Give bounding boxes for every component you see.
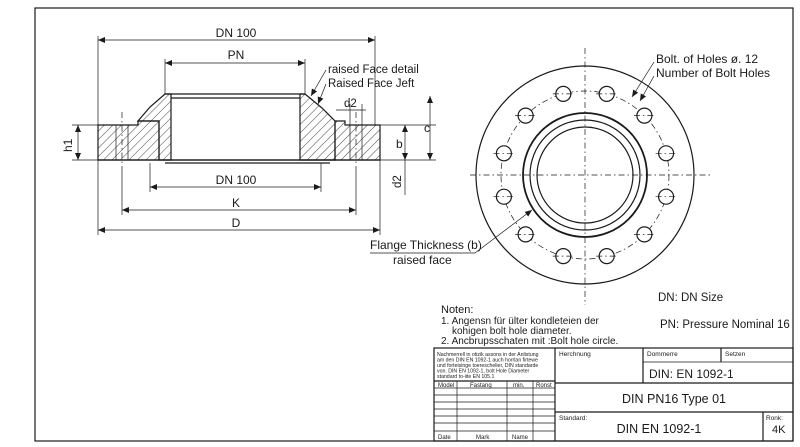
notes-line1: 1. Angensn für ülter kondleteien der xyxy=(441,316,600,327)
outer-diameter xyxy=(475,65,695,285)
label-flange-thickness: Flange Thickness (b) xyxy=(370,238,482,252)
notes-line2: 2. Ancbrupsschaten mit :Bolt hole circle… xyxy=(441,336,618,347)
fine-print-3: von. DIN EN 1092-1, bolt Hole Diameter xyxy=(437,369,530,375)
label-d2-side: d2 xyxy=(392,175,404,188)
label-dn-mid: DN 100 xyxy=(216,173,257,187)
label-bolt-holes: Bolt. of Holes ø. 12 xyxy=(656,52,758,66)
tb-ftr-name: Name xyxy=(512,435,529,441)
leader-flange-thickness xyxy=(474,209,533,254)
label-number-bolt-holes: Number of Bolt Holes xyxy=(656,66,770,80)
left-flange-ring xyxy=(97,120,160,161)
tb-hdr-fastang: Fastang xyxy=(470,383,492,389)
section-view: DN 100 PN raised Face detail Raised Face… xyxy=(61,26,436,235)
tb-hdr-ronst: Ronst xyxy=(536,383,552,389)
bore-circle xyxy=(536,126,634,224)
tb-lbl-standard: Standard: xyxy=(559,415,587,422)
label-raised-jeft: Raised Face Jeft xyxy=(328,78,415,90)
title-block-frame xyxy=(433,347,794,442)
tb-ronk: 4K xyxy=(772,424,786,436)
tb-standard-bottom: DIN EN 1092-1 xyxy=(617,422,702,436)
label-h1: h1 xyxy=(61,138,75,152)
raised-face-circle xyxy=(522,112,648,238)
front-view: Bolt. of Holes ø. 12 Number of Bolt Hole… xyxy=(370,48,770,305)
legend-dn: DN: DN Size xyxy=(658,292,723,304)
bolt-circle xyxy=(500,90,670,260)
label-raised-face: raised face xyxy=(393,253,452,267)
leader-raised-detail xyxy=(310,69,327,97)
fine-print-4: standard to-iite EN 105.1 xyxy=(437,374,494,380)
leader-bolt-holes xyxy=(631,61,655,98)
leader-number-holes xyxy=(639,75,655,102)
tb-ftr-mark: Mark xyxy=(476,435,490,441)
label-c: c xyxy=(424,121,430,135)
title-block: Nachmerrell in otizik assons in der Anli… xyxy=(433,347,794,442)
notes: Noten: 1. Angensn für ülter kondleteien … xyxy=(441,304,618,347)
hub-circle xyxy=(529,119,641,231)
legend-pn: PN: Pressure Nominal 16 xyxy=(660,319,790,331)
tb-hdr-setzen: Setzen xyxy=(725,351,746,358)
label-b: b xyxy=(396,137,403,151)
fine-print-0: Nachmerrell in otizik assons in der Anli… xyxy=(437,352,539,358)
notes-title: Noten: xyxy=(441,304,473,316)
tb-lbl-ronk: Ronk: xyxy=(766,415,783,422)
tb-standard-top: DIN: EN 1092-1 xyxy=(649,367,734,381)
bolt-holes xyxy=(493,85,677,265)
label-k: K xyxy=(232,196,240,210)
bore xyxy=(170,93,301,161)
tb-hdr-model: Model xyxy=(438,383,454,389)
sheet-border xyxy=(34,7,794,442)
notes-line1b: kohigen bolt hole diameter. xyxy=(452,326,572,337)
tb-ftr-date: Date xyxy=(438,435,451,441)
tb-hdr-dommere: Dommerre xyxy=(647,351,678,358)
label-raised-detail: raised Face detail xyxy=(328,64,419,76)
tb-drawing-title: DIN PN16 Type 01 xyxy=(622,392,726,406)
right-flange-ring xyxy=(334,120,381,161)
label-d: D xyxy=(232,216,241,230)
label-pn: PN xyxy=(228,48,245,62)
label-d2-top: d2 xyxy=(344,98,357,110)
tb-hdr-min: min. xyxy=(513,383,525,389)
leader-raised-jeft xyxy=(317,83,327,105)
right-hub xyxy=(299,93,336,161)
label-dn-top: DN 100 xyxy=(216,26,257,40)
fine-print-2: und forteisinge toereschelier, DIN stand… xyxy=(437,363,538,369)
tb-hdr-herchnung: Herchnung xyxy=(559,351,591,358)
fine-print-1: am den DIN EN 1092-1 auch horrlan firtew… xyxy=(437,358,538,364)
